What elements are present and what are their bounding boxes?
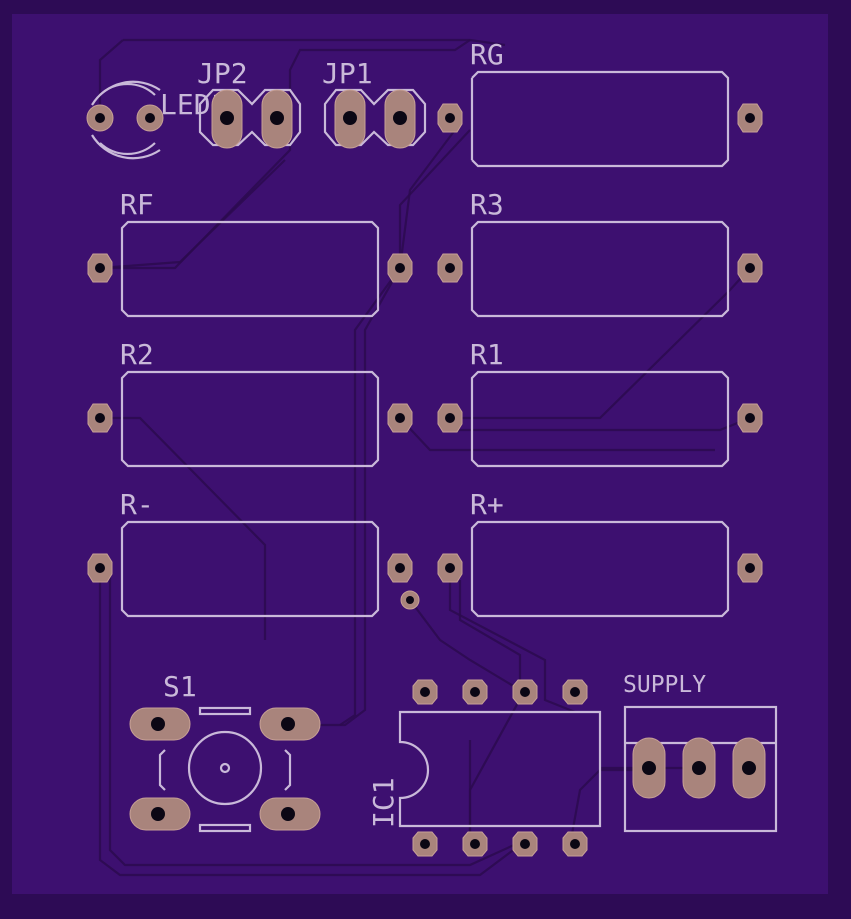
r2-footprint: R2 [87, 338, 413, 468]
rplus-footprint: R+ [437, 488, 763, 618]
s1-label: S1 [163, 670, 197, 703]
ic1-bottom-pads [412, 831, 588, 857]
s1-drill-3 [151, 807, 165, 821]
rg-footprint: RG [437, 38, 763, 168]
supply-drill-2 [692, 761, 706, 775]
led1-drill-1 [95, 113, 105, 123]
led1-drill-2 [145, 113, 155, 123]
supply-footprint: SUPPLY [623, 672, 778, 833]
jp2-footprint: JP2 [197, 57, 302, 149]
r1-drill-1 [445, 413, 455, 423]
rplus-label: R+ [470, 488, 504, 521]
s1-drill-2 [281, 717, 295, 731]
r1-drill-2 [745, 413, 755, 423]
via-drill [406, 596, 414, 604]
s1-footprint: S1 [129, 670, 321, 833]
r2-drill-1 [95, 413, 105, 423]
r2-drill-2 [395, 413, 405, 423]
r3-footprint: R3 [437, 188, 763, 318]
s1-drill-1 [151, 717, 165, 731]
rf-footprint: RF [87, 188, 413, 318]
jp2-label: JP2 [197, 57, 248, 90]
rminus-drill-2 [395, 563, 405, 573]
rg-drill-1 [445, 113, 455, 123]
r1-label: R1 [470, 338, 504, 371]
ic1-footprint: IC1 [367, 679, 602, 857]
r3-label: R3 [470, 188, 504, 221]
rplus-drill-2 [745, 563, 755, 573]
supply-label: SUPPLY [623, 672, 706, 698]
rminus-footprint: R- [87, 488, 413, 618]
rf-label: RF [120, 188, 154, 221]
rplus-drill-1 [445, 563, 455, 573]
rg-drill-2 [745, 113, 755, 123]
jp1-footprint: JP1 [322, 57, 427, 149]
r3-drill-1 [445, 263, 455, 273]
r3-drill-2 [745, 263, 755, 273]
supply-drill-3 [742, 761, 756, 775]
s1-drill-4 [281, 807, 295, 821]
rf-drill-2 [395, 263, 405, 273]
supply-drill-1 [642, 761, 656, 775]
jp2-drill-1 [220, 111, 234, 125]
jp1-drill-2 [393, 111, 407, 125]
rg-label: RG [470, 38, 504, 71]
led1-footprint: LED1 [86, 80, 227, 160]
r2-label: R2 [120, 338, 154, 371]
jp1-drill-1 [343, 111, 357, 125]
jp1-label: JP1 [322, 57, 373, 90]
jp2-drill-2 [270, 111, 284, 125]
rminus-drill-1 [95, 563, 105, 573]
rf-drill-1 [95, 263, 105, 273]
rminus-label: R- [120, 488, 154, 521]
ic1-label: IC1 [367, 777, 400, 828]
r1-footprint: R1 [437, 338, 763, 468]
ic1-top-pads [412, 679, 588, 705]
